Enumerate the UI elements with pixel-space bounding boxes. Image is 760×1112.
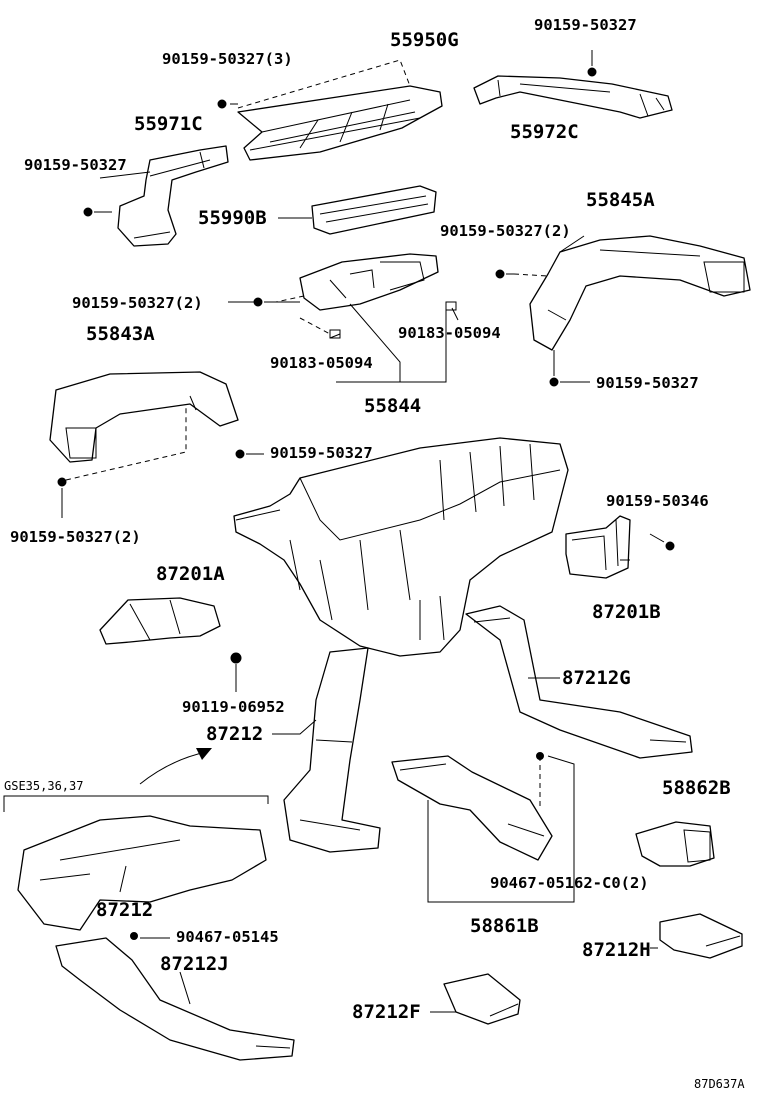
part-87212-gse[interactable] <box>17 815 267 931</box>
label-90159-50327-top: 90159-50327 <box>534 16 637 34</box>
part-58861B[interactable] <box>391 755 553 861</box>
dash-55845A <box>513 273 549 277</box>
label-55971C: 55971C <box>134 113 203 135</box>
label-87212G: 87212G <box>562 667 631 689</box>
label-87212-gse: 87212 <box>96 899 153 921</box>
part-55971C[interactable] <box>117 145 229 247</box>
gse-arrow-head <box>196 748 212 760</box>
dash-55843A <box>65 404 187 481</box>
label-90159-50327-2-left: 90159-50327(2) <box>10 528 141 546</box>
leader-lines <box>61 50 665 1013</box>
part-55950G[interactable] <box>237 85 443 161</box>
label-90159-50327-left: 90159-50327 <box>24 156 127 174</box>
label-58862B: 58862B <box>662 777 731 799</box>
dash-55844-a <box>275 295 305 303</box>
part-58862B[interactable] <box>635 821 715 867</box>
label-90183-05094-left: 90183-05094 <box>270 354 373 372</box>
label-58861B: 58861B <box>470 915 539 937</box>
part-55843A[interactable] <box>49 371 239 463</box>
label-87201B: 87201B <box>592 601 661 623</box>
label-55950G: 55950G <box>390 29 459 51</box>
label-87212J: 87212J <box>160 953 229 975</box>
label-90159-50327-right: 90159-50327 <box>596 374 699 392</box>
label-87212H: 87212H <box>582 939 651 961</box>
label-55843A: 55843A <box>86 323 155 345</box>
clip-icon <box>329 301 457 339</box>
label-90159-50327-2-mid: 90159-50327(2) <box>72 294 203 312</box>
label-90183-05094-right: 90183-05094 <box>398 324 501 342</box>
part-87201B[interactable] <box>565 515 631 579</box>
label-90159-50327-3: 90159-50327(3) <box>162 50 293 68</box>
gse-arrow <box>139 751 207 785</box>
label-55844: 55844 <box>364 395 421 417</box>
label-87201A: 87201A <box>156 563 225 585</box>
label-55845A: 55845A <box>586 189 655 211</box>
part-55972C[interactable] <box>473 75 673 119</box>
part-87212J[interactable] <box>55 937 295 1061</box>
dash-55844-b <box>299 317 331 335</box>
label-55972C: 55972C <box>510 121 579 143</box>
label-diagram-code: 87D637A <box>694 1077 745 1091</box>
label-gse-note: GSE35,36,37 <box>4 779 83 793</box>
label-87212-main: 87212 <box>206 723 263 745</box>
bolt-icon <box>57 67 675 940</box>
part-55844[interactable] <box>299 253 439 311</box>
part-87201A[interactable] <box>99 597 221 645</box>
gse-bracket <box>3 795 269 812</box>
part-87212-main[interactable] <box>283 647 381 853</box>
label-90159-50346: 90159-50346 <box>606 492 709 510</box>
label-90159-50327-mid: 90159-50327 <box>270 444 373 462</box>
part-55990B[interactable] <box>311 185 437 235</box>
dash-55950G-top <box>237 59 411 109</box>
label-90467-05162-C0-2: 90467-05162-C0(2) <box>490 874 649 892</box>
label-90159-50327-2-right: 90159-50327(2) <box>440 222 571 240</box>
label-90467-05145: 90467-05145 <box>176 928 279 946</box>
part-87212G[interactable] <box>465 605 693 759</box>
part-87212H[interactable] <box>659 913 743 959</box>
part-87212F[interactable] <box>443 973 521 1025</box>
label-55990B: 55990B <box>198 207 267 229</box>
part-55845A[interactable] <box>529 235 751 351</box>
part-hvac-unit[interactable] <box>233 437 569 657</box>
label-90119-06952: 90119-06952 <box>182 698 285 716</box>
label-87212F: 87212F <box>352 1001 421 1023</box>
